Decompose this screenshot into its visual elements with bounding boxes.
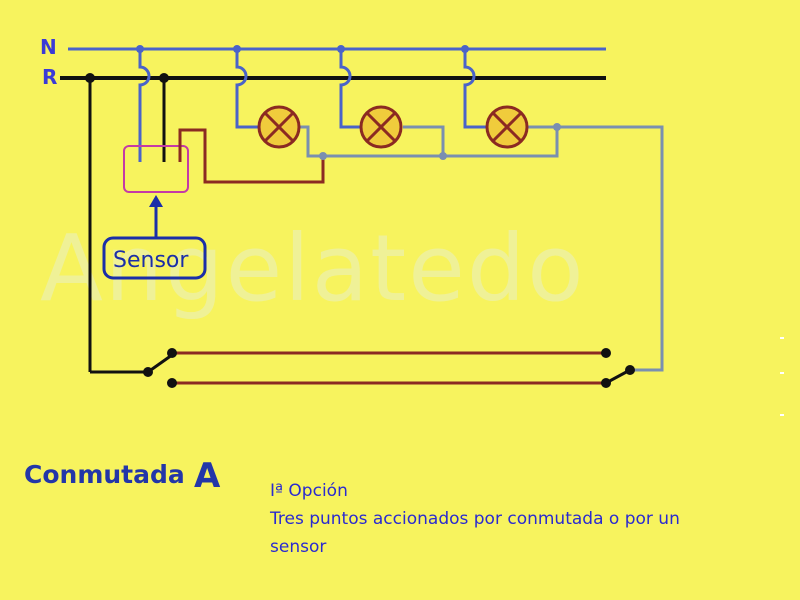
sensor-label-box: [102, 236, 207, 280]
switch-icon: [143, 348, 177, 388]
sensor-box: [123, 145, 189, 193]
left-switch: [143, 348, 177, 388]
right-switch: [601, 348, 635, 388]
diagram-title: Conmutada: [24, 460, 185, 489]
switch-icon: [601, 348, 635, 388]
lamp-3: [485, 105, 529, 149]
description-line-2: Tres puntos accionados por conmutada o p…: [269, 509, 680, 529]
lamp-icon: [359, 105, 403, 149]
neutral-drops: [138, 49, 486, 162]
phase-junctions: [85, 73, 169, 83]
lamp-icon: [257, 105, 301, 149]
lamp-icon: [485, 105, 529, 149]
traveler-wires: [172, 351, 606, 385]
diagram-title-letter: A: [194, 456, 221, 496]
sensor-label: Sensor: [113, 248, 189, 273]
watermark: Angelatedo: [40, 215, 586, 322]
description-line-1: Iª Opción: [270, 481, 348, 501]
description-line-3: sensor: [270, 537, 326, 557]
sensor-output-wire: [178, 128, 325, 184]
neutral-rail-label: N: [40, 35, 57, 59]
lamp-2: [359, 105, 403, 149]
phase-rail-label: R: [42, 65, 57, 89]
edge-marks: [780, 337, 784, 416]
lamp-1: [257, 105, 301, 149]
return-junctions: [319, 123, 561, 160]
phase-wires: [88, 78, 166, 374]
arrow-up-icon: [149, 195, 163, 238]
neutral-junctions: [136, 45, 469, 53]
